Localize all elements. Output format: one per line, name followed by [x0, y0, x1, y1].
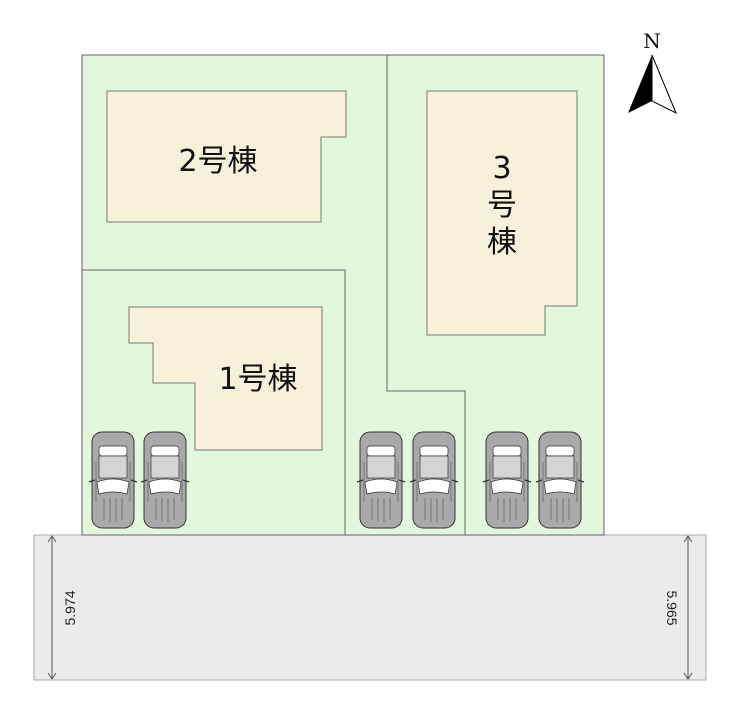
building-3-label-char-2: 号	[487, 188, 517, 223]
right-dimension-arrow	[683, 535, 693, 680]
building-1-footprint	[128, 306, 323, 451]
car-icon	[356, 431, 406, 529]
car-icon	[88, 431, 138, 529]
building-3-footprint	[426, 90, 578, 336]
left-dimension-arrow	[47, 535, 57, 680]
car-icon	[482, 431, 532, 529]
building-1-label: 1号棟	[218, 362, 297, 397]
north-arrow-icon: N	[628, 29, 677, 115]
road	[33, 534, 707, 681]
car-icon	[535, 431, 585, 529]
car-icon	[409, 431, 459, 529]
building-2-label: 2号棟	[178, 144, 257, 179]
building-3-label-char-1: 3	[492, 151, 511, 186]
building-3-label-char-3: 棟	[487, 225, 517, 260]
building-2-footprint	[106, 90, 347, 223]
north-label: N	[643, 29, 661, 53]
right-road-width: 5.965	[664, 590, 680, 625]
left-road-width: 5.974	[62, 590, 78, 625]
car-icon	[140, 431, 190, 529]
